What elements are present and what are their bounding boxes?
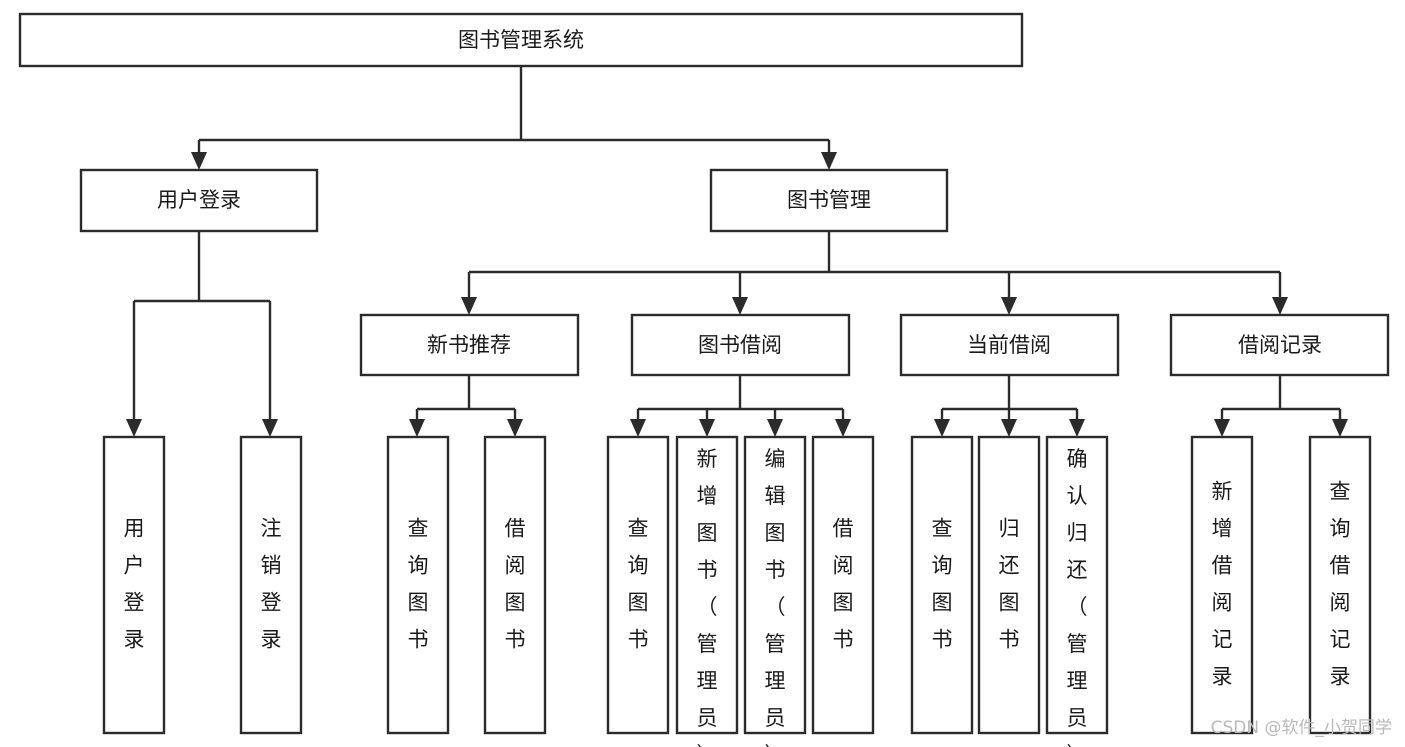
node-book-borrow-box[interactable]	[630, 313, 851, 377]
node-current-borrow-box[interactable]	[899, 313, 1120, 377]
node-leaf-confirm-return[interactable]: 确认归还（管理员）	[1045, 435, 1109, 747]
node-leaf-user-logout-label: 注销登录	[261, 517, 282, 652]
node-leaf-query-book-1[interactable]: 查询图书	[386, 435, 450, 735]
node-book-borrow-label: 图书借阅	[698, 333, 782, 357]
leaf-nodes-layer: 用户登录 注销登录 查询图书 借阅图书 查询图书 新增图书（管理员） 编辑图书（…	[102, 435, 1372, 747]
arrow-root-to-user-login	[191, 152, 207, 170]
arrow-bm-to-new-book	[461, 297, 477, 315]
arrow-bm-to-current-borrow	[1001, 297, 1017, 315]
node-leaf-add-record-box[interactable]	[1190, 435, 1254, 735]
node-leaf-user-login[interactable]: 用户登录	[102, 435, 166, 735]
node-book-borrow[interactable]: 图书借阅	[630, 313, 851, 377]
node-leaf-query-book-3[interactable]: 查询图书	[910, 435, 974, 735]
node-leaf-borrow-book-2-label: 借阅图书	[833, 517, 854, 652]
node-leaf-return-book[interactable]: 归还图书	[977, 435, 1041, 735]
node-leaf-user-login-label: 用户登录	[124, 517, 145, 652]
node-new-book-recommend-box[interactable]	[359, 313, 580, 377]
node-current-borrow[interactable]: 当前借阅	[899, 313, 1120, 377]
arrow-current-borrow-leaf-1	[934, 419, 950, 437]
node-book-management[interactable]: 图书管理	[709, 168, 949, 233]
node-leaf-edit-book-box[interactable]	[743, 435, 807, 735]
arrow-current-borrow-leaf-2	[1001, 419, 1017, 437]
node-leaf-add-record-label: 新增借阅记录	[1212, 480, 1233, 689]
node-leaf-query-book-1-box[interactable]	[386, 435, 450, 735]
node-user-login-label: 用户登录	[157, 188, 241, 212]
arrow-user-login-leaf-2	[262, 419, 278, 437]
connector-layer	[126, 66, 1348, 437]
arrow-book-borrow-leaf-1	[630, 419, 646, 437]
node-leaf-borrow-book-2[interactable]: 借阅图书	[811, 435, 875, 735]
node-leaf-return-book-label: 归还图书	[999, 517, 1020, 652]
node-borrow-record-box[interactable]	[1169, 313, 1390, 377]
node-root-box[interactable]	[18, 12, 1024, 68]
arrow-borrow-record-leaf-1	[1214, 419, 1230, 437]
node-book-management-box[interactable]	[709, 168, 949, 233]
arrow-user-login-leaf-1	[126, 419, 142, 437]
node-leaf-add-book-label: 新增图书（管理员）	[697, 447, 718, 747]
arrow-book-borrow-leaf-3	[767, 419, 783, 437]
node-leaf-borrow-book-1[interactable]: 借阅图书	[483, 435, 547, 735]
node-root[interactable]: 图书管理系统	[18, 12, 1024, 68]
arrow-borrow-record-leaf-2	[1332, 419, 1348, 437]
node-leaf-query-book-2[interactable]: 查询图书	[606, 435, 670, 735]
node-leaf-borrow-book-1-label: 借阅图书	[505, 517, 526, 652]
node-book-management-label: 图书管理	[787, 188, 871, 212]
node-leaf-edit-book-label: 编辑图书（管理员）	[765, 447, 786, 747]
node-leaf-return-book-box[interactable]	[977, 435, 1041, 735]
node-leaf-edit-book[interactable]: 编辑图书（管理员）	[743, 435, 807, 747]
node-new-book-recommend[interactable]: 新书推荐	[359, 313, 580, 377]
arrow-root-to-book-management	[821, 152, 837, 170]
node-new-book-recommend-label: 新书推荐	[427, 333, 511, 357]
node-leaf-user-logout[interactable]: 注销登录	[239, 435, 303, 735]
watermark-label: CSDN @软件_小贺同学	[1211, 718, 1392, 738]
arrow-book-borrow-leaf-4	[835, 419, 851, 437]
node-leaf-add-book[interactable]: 新增图书（管理员）	[675, 435, 739, 747]
node-borrow-record-label: 借阅记录	[1238, 333, 1322, 357]
node-leaf-user-logout-box[interactable]	[239, 435, 303, 735]
node-leaf-confirm-return-label: 确认归还（管理员）	[1067, 447, 1088, 747]
node-leaf-add-book-box[interactable]	[675, 435, 739, 735]
node-leaf-query-book-1-label: 查询图书	[408, 517, 429, 652]
node-leaf-query-book-3-label: 查询图书	[932, 517, 953, 652]
arrow-bm-to-borrow-record	[1272, 297, 1288, 315]
node-leaf-borrow-book-2-box[interactable]	[811, 435, 875, 735]
node-leaf-borrow-book-1-box[interactable]	[483, 435, 547, 735]
node-user-login[interactable]: 用户登录	[79, 168, 319, 233]
node-leaf-query-book-2-box[interactable]	[606, 435, 670, 735]
arrow-current-borrow-leaf-3	[1069, 419, 1085, 437]
node-leaf-query-record-label: 查询借阅记录	[1330, 480, 1351, 689]
node-leaf-query-book-3-box[interactable]	[910, 435, 974, 735]
node-borrow-record[interactable]: 借阅记录	[1169, 313, 1390, 377]
node-leaf-user-login-box[interactable]	[102, 435, 166, 735]
node-current-borrow-label: 当前借阅	[967, 333, 1051, 357]
node-leaf-query-record-box[interactable]	[1308, 435, 1372, 735]
node-leaf-confirm-return-box[interactable]	[1045, 435, 1109, 735]
arrow-bm-to-book-borrow	[732, 297, 748, 315]
node-leaf-query-record[interactable]: 查询借阅记录	[1308, 435, 1372, 735]
node-leaf-query-book-2-label: 查询图书	[628, 517, 649, 652]
node-root-label: 图书管理系统	[458, 28, 584, 52]
arrow-book-borrow-leaf-2	[699, 419, 715, 437]
node-user-login-box[interactable]	[79, 168, 319, 233]
arrow-new-book-leaf-2	[507, 419, 523, 437]
arrow-new-book-leaf-1	[409, 419, 425, 437]
node-leaf-add-record[interactable]: 新增借阅记录	[1190, 435, 1254, 735]
